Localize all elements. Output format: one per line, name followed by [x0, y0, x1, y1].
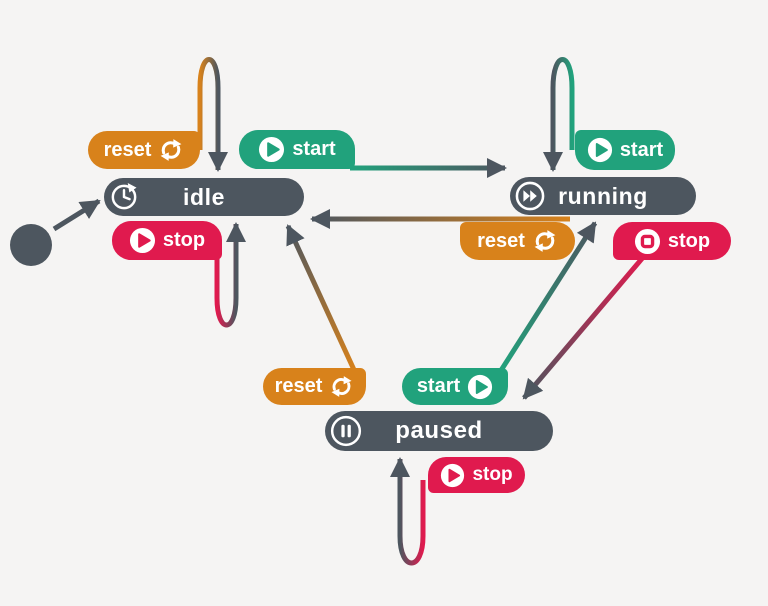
state-label: paused: [395, 417, 483, 444]
transition-pill-running-reset: reset: [460, 222, 575, 260]
transition-pill-running-stop: stop: [613, 222, 731, 260]
transition-label: reset: [103, 138, 152, 161]
transition-pill-idle-stop: stop: [112, 221, 222, 260]
state-idle: idle: [104, 178, 304, 216]
play-circle-icon: [467, 374, 493, 400]
transition-pill-paused-stop: stop: [428, 457, 525, 493]
transition-label: reset: [274, 375, 323, 397]
stop-circle-icon: [634, 228, 661, 255]
initial-state-dot: [10, 224, 52, 266]
arrow-idle-reset-self-loop: [197, 57, 228, 172]
refresh-icon: [329, 374, 354, 399]
play-circle-icon: [587, 137, 613, 163]
transition-label: start: [292, 138, 336, 160]
arrow-paused-stop-self-loop: [390, 457, 426, 566]
play-circle-icon: [440, 463, 465, 488]
transition-label: stop: [472, 464, 513, 485]
arrow-initial-to-idle: [52, 198, 101, 232]
arrow-idle-stop-self-loop: [214, 222, 246, 328]
play-circle-icon: [129, 227, 156, 254]
clock-history-icon: [107, 180, 141, 214]
transition-pill-idle-start: start: [239, 130, 355, 169]
transition-label: reset: [477, 229, 525, 252]
state-paused: paused: [325, 411, 553, 451]
pause-icon: [328, 413, 364, 449]
state-label: running: [558, 182, 648, 209]
transition-label: stop: [162, 229, 206, 251]
refresh-icon: [532, 228, 558, 254]
transition-label: start: [416, 375, 461, 397]
transition-pill-paused-start: start: [402, 368, 508, 405]
arrow-paused-reset-to-idle: [285, 224, 358, 374]
arrow-running-start-self-loop: [543, 57, 575, 172]
arrow-paused-start-to-running: [497, 221, 598, 374]
transition-pill-running-start: start: [575, 130, 675, 170]
transition-label: start: [619, 138, 664, 161]
state-running: running: [510, 177, 696, 215]
transition-pill-paused-reset: reset: [263, 368, 366, 405]
state-label: idle: [182, 183, 226, 210]
fast-forward-icon: [513, 179, 547, 213]
play-circle-icon: [258, 136, 285, 163]
transition-label: stop: [667, 229, 711, 252]
transition-pill-idle-reset: reset: [88, 131, 200, 169]
refresh-icon: [158, 137, 184, 163]
arrow-running-stop-to-paused: [522, 253, 647, 400]
